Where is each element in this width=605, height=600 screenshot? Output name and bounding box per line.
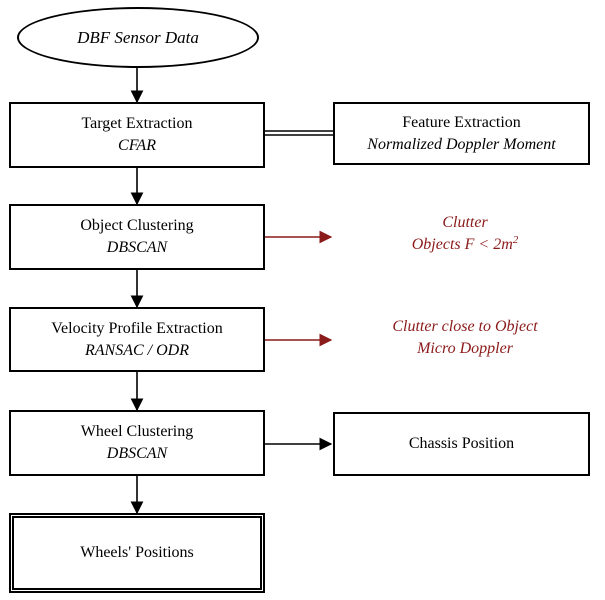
step-velocity-profile-extraction: Velocity Profile Extraction RANSAC / ODR — [9, 307, 265, 372]
step-object-clustering: Object Clustering DBSCAN — [9, 204, 265, 270]
step-method: RANSAC / ODR — [85, 341, 189, 359]
step-title: Object Clustering — [80, 217, 194, 234]
feature-title: Feature Extraction — [402, 113, 521, 131]
clutter-objects-line: Objects F < 2m2 — [360, 234, 570, 256]
clutter-note-objects: Clutter Objects F < 2m2 — [360, 212, 570, 256]
clutter-objects-exponent: 2 — [512, 234, 519, 246]
step-method: DBSCAN — [106, 445, 168, 462]
chassis-position-box: Chassis Position — [333, 412, 590, 476]
clutter-objects-text: Objects F < 2m — [411, 236, 513, 253]
result-wheels-positions: Wheels' Positions — [9, 513, 265, 593]
start-label: DBF Sensor Data — [77, 27, 199, 47]
step-method: DBSCAN — [106, 239, 168, 256]
start-node: DBF Sensor Data — [17, 7, 259, 68]
feature-extraction-box: Feature Extraction Normalized Doppler Mo… — [333, 102, 590, 165]
step-method: CFAR — [118, 137, 156, 154]
chassis-label: Chassis Position — [408, 435, 515, 452]
clutter-note-micro-doppler: Clutter close to Object Micro Doppler — [340, 316, 590, 360]
step-wheel-clustering: Wheel Clustering DBSCAN — [9, 410, 265, 476]
step-title: Wheel Clustering — [80, 423, 194, 440]
clutter-title: Clutter — [442, 214, 488, 231]
result-label: Wheels' Positions — [80, 544, 194, 561]
feature-method: Normalized Doppler Moment — [367, 135, 556, 153]
step-title: Target Extraction — [81, 115, 193, 132]
clutter-close-title: Clutter close to Object — [392, 318, 538, 335]
step-target-extraction: Target Extraction CFAR — [9, 102, 265, 168]
step-title: Velocity Profile Extraction — [51, 319, 223, 337]
clutter-close-subtitle: Micro Doppler — [417, 340, 513, 357]
